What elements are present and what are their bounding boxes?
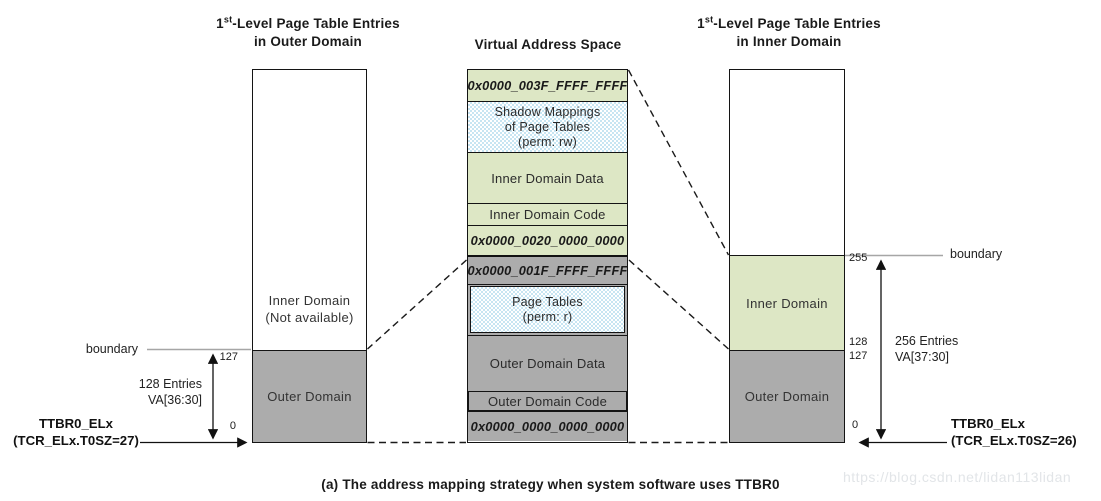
vas-inner-base-address: 0x0000_0020_0000_0000 <box>468 225 627 255</box>
outer-table-index-0: 0 <box>229 420 236 432</box>
inner-domain-data-label: Inner Domain Data <box>491 170 604 186</box>
outer-domain-label: Outer Domain <box>744 389 830 404</box>
dashed-map-outer-top-to-inner128 <box>628 259 729 350</box>
dashed-map-top-to-inner255 <box>627 69 730 256</box>
ttbr0-register-name: TTBR0_ELx <box>951 416 1026 431</box>
title-number: 1 <box>697 16 705 31</box>
outer-domain-label: Outer Domain <box>267 389 352 404</box>
outer-title-line2: in Outer Domain <box>253 34 362 49</box>
inner-domain-code-label: Inner Domain Code <box>489 207 606 222</box>
vas-inner-domain-data: Inner Domain Data <box>468 152 627 203</box>
inner-page-table-box: Inner Domain Outer Domain <box>729 69 845 443</box>
ttbr0-label-left: TTBR0_ELx (TCR_ELx.T0SZ=27) <box>0 415 152 449</box>
boundary-label-right: boundary <box>950 247 1003 261</box>
vas-page-tables: Page Tables (perm: r) <box>468 284 627 335</box>
inner-table-index-0: 0 <box>852 419 859 431</box>
vas-shadow-mappings: Shadow Mappings of Page Tables (perm: rw… <box>468 101 627 152</box>
outer-table-index-127: 127 <box>219 351 238 363</box>
virtual-address-space-title: Virtual Address Space <box>474 37 622 52</box>
figure-caption: (a) The address mapping strategy when sy… <box>321 477 780 492</box>
watermark: https://blog.csdn.net/lidan113lidan <box>843 469 1072 485</box>
vas-outer-domain-data: Outer Domain Data <box>468 335 627 391</box>
boundary-label-left: boundary <box>85 342 138 356</box>
ttbr0-label-right: TTBR0_ELx (TCR_ELx.T0SZ=26) <box>951 415 1077 449</box>
page-tables-label: Page Tables (perm: r) <box>512 294 583 324</box>
inner-title-line2: in Inner Domain <box>736 34 842 49</box>
entries-label-left: 128 Entries VA[36:30] <box>138 377 202 407</box>
title-number: 1 <box>216 16 224 31</box>
inner-table-index-255: 255 <box>849 252 868 264</box>
inner-domain-label: Inner Domain <box>746 295 828 311</box>
shadow-mappings-label: Shadow Mappings of Page Tables (perm: rw… <box>494 104 601 149</box>
dashed-map-outer-top-to-outer127 <box>367 259 467 350</box>
inner-title-line1: 1st-Level Page Table Entries <box>683 15 895 33</box>
outer-domain-code-label: Outer Domain Code <box>487 393 607 409</box>
tcr-t0sz-value: (TCR_ELx.T0SZ=27) <box>13 433 139 448</box>
outer-table-outer-region: Outer Domain <box>253 350 366 442</box>
page-tables-inset: Page Tables (perm: r) <box>470 286 625 333</box>
inner-table-inner-region: Inner Domain <box>730 255 844 350</box>
vas-top-address: 0x0000_003F_FFFF_FFFF <box>468 70 627 101</box>
entries-label-right: 256 Entries VA[37:30] <box>895 334 959 364</box>
vas-inner-domain-code: Inner Domain Code <box>468 203 627 225</box>
inner-table-index-128: 128 <box>849 336 868 348</box>
hex-address-label: 0x0000_0020_0000_0000 <box>470 233 625 248</box>
tcr-t0sz-value: (TCR_ELx.T0SZ=26) <box>951 433 1077 448</box>
virtual-address-space-box: 0x0000_003F_FFFF_FFFF Shadow Mappings of… <box>467 69 628 443</box>
outer-table-inner-region: Inner Domain (Not available) <box>253 70 366 350</box>
hex-address-label: 0x0000_003F_FFFF_FFFF <box>467 78 628 93</box>
ttbr0-register-name: TTBR0_ELx <box>38 416 113 431</box>
title-text: -Level Page Table Entries <box>713 16 881 31</box>
title-text: -Level Page Table Entries <box>232 16 400 31</box>
inner-table-index-127: 127 <box>849 350 868 362</box>
vas-outer-top-address: 0x0000_001F_FFFF_FFFF <box>468 255 627 284</box>
hex-address-label: 0x0000_0000_0000_0000 <box>470 419 625 434</box>
title-ordinal-suffix: st <box>223 14 233 25</box>
vas-bottom-address: 0x0000_0000_0000_0000 <box>468 411 627 441</box>
outer-domain-data-label: Outer Domain Data <box>489 356 606 371</box>
vas-outer-domain-code: Outer Domain Code <box>468 391 627 411</box>
inner-table-outer-region: Outer Domain <box>730 350 844 442</box>
outer-title-line1: 1st-Level Page Table Entries <box>202 15 414 33</box>
title-ordinal-suffix: st <box>704 14 714 25</box>
inner-domain-not-available-label: Inner Domain (Not available) <box>265 293 354 325</box>
inner-table-empty-region <box>730 70 844 255</box>
outer-domain-column-title: 1st-Level Page Table Entries in Outer Do… <box>202 15 414 51</box>
inner-domain-column-title: 1st-Level Page Table Entries in Inner Do… <box>683 15 895 51</box>
hex-address-label: 0x0000_001F_FFFF_FFFF <box>467 263 628 278</box>
outer-page-table-box: Inner Domain (Not available) Outer Domai… <box>252 69 367 443</box>
